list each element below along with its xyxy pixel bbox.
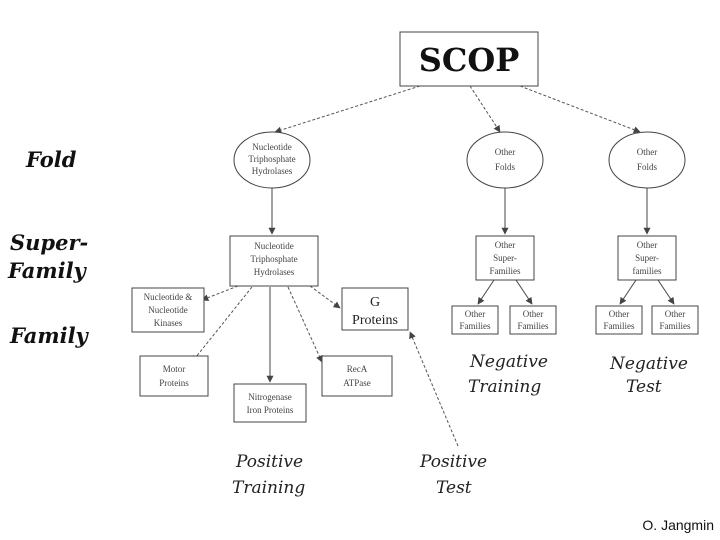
svg-text:Families: Families	[518, 321, 549, 331]
scop-title: SCOP	[419, 41, 520, 79]
svg-text:ATPase: ATPase	[343, 378, 371, 388]
svg-text:Other: Other	[523, 309, 544, 319]
family-node-motor-proteins: Motor Proteins	[139, 355, 209, 397]
family-node-other2a: Other Families	[595, 305, 643, 335]
svg-text:Folds: Folds	[637, 162, 658, 172]
fold-node-other1: Other Folds	[466, 131, 544, 189]
level-label-family: Family	[9, 323, 90, 348]
svg-text:Other: Other	[465, 309, 486, 319]
svg-text:Hydrolases: Hydrolases	[254, 267, 295, 277]
svg-text:Other: Other	[637, 147, 658, 157]
svg-text:Motor: Motor	[163, 364, 186, 374]
svg-text:Nucleotide: Nucleotide	[252, 142, 292, 152]
annotation-negative-test-1: Negative	[609, 354, 688, 374]
family-node-other1a: Other Families	[451, 305, 499, 335]
svg-text:Kinases: Kinases	[154, 318, 183, 328]
annotation-positive-training-2: Training	[232, 478, 305, 498]
svg-text:Families: Families	[604, 321, 635, 331]
svg-text:Proteins: Proteins	[159, 378, 189, 388]
svg-text:Proteins: Proteins	[352, 313, 398, 328]
svg-text:G: G	[370, 295, 380, 310]
svg-text:Folds: Folds	[495, 162, 516, 172]
svg-text:Families: Families	[660, 321, 691, 331]
edge-scop-fold-main	[274, 85, 421, 134]
svg-text:Triphosphate: Triphosphate	[248, 154, 295, 164]
annotation-negative-training-2: Training	[468, 377, 541, 397]
edge-superfamily-other2-family-a	[619, 279, 637, 305]
svg-text:Families: Families	[490, 266, 521, 276]
edge-superfamily-reca-atpase	[287, 286, 323, 363]
edge-superfamily-other1-family-a	[477, 279, 495, 305]
svg-text:Other: Other	[495, 240, 516, 250]
svg-text:RecA: RecA	[347, 364, 368, 374]
svg-text:Super-: Super-	[493, 253, 517, 263]
svg-text:Iron Proteins: Iron Proteins	[247, 405, 294, 415]
fold-node-main: Nucleotide Triphosphate Hydrolases	[233, 131, 311, 189]
annotation-negative-test-2: Test	[626, 377, 662, 397]
svg-text:families: families	[633, 266, 662, 276]
svg-text:Other: Other	[637, 240, 658, 250]
family-node-g-proteins: G Proteins	[341, 287, 409, 331]
superfamily-node-main: Nucleotide Triphosphate Hydrolases	[229, 235, 319, 287]
svg-text:Other: Other	[609, 309, 630, 319]
svg-text:Families: Families	[460, 321, 491, 331]
edge-superfamily-motor-proteins	[191, 286, 253, 363]
annotation-positive-test-1: Positive	[419, 452, 487, 472]
family-node-nitrogenase: Nitrogenase Iron Proteins	[233, 383, 307, 423]
superfamily-node-other1: Other Super- Families	[475, 235, 535, 281]
author-credit: O. Jangmin	[642, 517, 714, 533]
svg-text:Nucleotide &: Nucleotide &	[144, 292, 193, 302]
annotation-negative-training-1: Negative	[469, 352, 548, 372]
scop-title-node: SCOP	[399, 31, 539, 87]
level-label-superfamily-2: Family	[7, 258, 88, 283]
level-label-fold: Fold	[25, 147, 77, 172]
svg-text:Nitrogenase: Nitrogenase	[248, 392, 291, 402]
family-node-reca-atpase: RecA ATPase	[321, 355, 393, 397]
family-node-other2b: Other Families	[651, 305, 699, 335]
svg-text:Super-: Super-	[635, 253, 659, 263]
annotation-positive-test-2: Test	[436, 478, 472, 498]
family-node-other1b: Other Families	[509, 305, 557, 335]
svg-text:Other: Other	[665, 309, 686, 319]
fold-node-other2: Other Folds	[608, 131, 686, 189]
edge-scop-fold-other2	[519, 85, 641, 134]
svg-text:Nucleotide: Nucleotide	[254, 241, 294, 251]
edge-superfamily-g-proteins	[309, 285, 341, 309]
svg-text:Nucleotide: Nucleotide	[148, 305, 188, 315]
svg-text:Other: Other	[495, 147, 516, 157]
svg-text:Hydrolases: Hydrolases	[252, 166, 293, 176]
level-label-superfamily-1: Super-	[10, 230, 88, 255]
edge-scop-fold-other1	[469, 85, 501, 133]
family-node-nucleotide-kinases: Nucleotide & Nucleotide Kinases	[131, 287, 205, 333]
edge-superfamily-nucleotide-kinases	[201, 285, 239, 301]
superfamily-node-other2: Other Super- families	[617, 235, 677, 281]
edge-superfamily-other2-family-b	[657, 279, 675, 305]
edge-positive-test-g-proteins	[409, 331, 459, 447]
edge-superfamily-other1-family-b	[515, 279, 533, 305]
svg-text:Triphosphate: Triphosphate	[250, 254, 297, 264]
annotation-positive-training-1: Positive	[235, 452, 303, 472]
